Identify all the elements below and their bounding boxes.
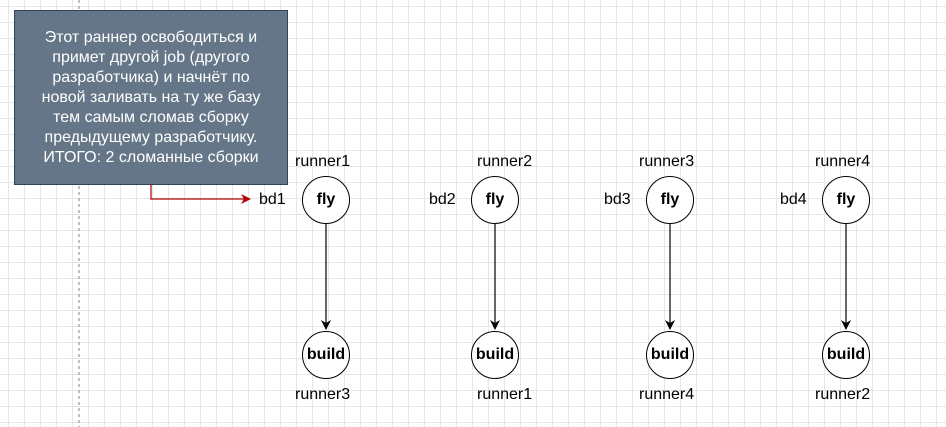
explanation-note: Этот раннер освободиться и примет другой… <box>14 10 288 185</box>
build-node: build <box>646 331 694 379</box>
db-label: bd3 <box>604 191 631 208</box>
bottom-runner-label: runner4 <box>639 386 695 403</box>
top-runner-label: runner3 <box>639 153 695 170</box>
top-runner-label: runner1 <box>295 153 351 170</box>
build-node: build <box>471 331 519 379</box>
db-label: bd1 <box>259 191 286 208</box>
bottom-runner-label: runner2 <box>815 386 871 403</box>
build-node: build <box>822 331 870 379</box>
build-node: build <box>302 331 350 379</box>
db-label: bd2 <box>429 191 456 208</box>
bottom-runner-label: runner3 <box>295 386 351 403</box>
top-runner-label: runner2 <box>477 153 533 170</box>
note-connector-arrow <box>150 185 251 204</box>
fly-node: fly <box>471 176 519 224</box>
bottom-runner-label: runner1 <box>477 386 533 403</box>
fly-node: fly <box>822 176 870 224</box>
top-runner-label: runner4 <box>815 153 871 170</box>
fly-node: fly <box>302 176 350 224</box>
fly-node: fly <box>646 176 694 224</box>
db-label: bd4 <box>780 191 807 208</box>
